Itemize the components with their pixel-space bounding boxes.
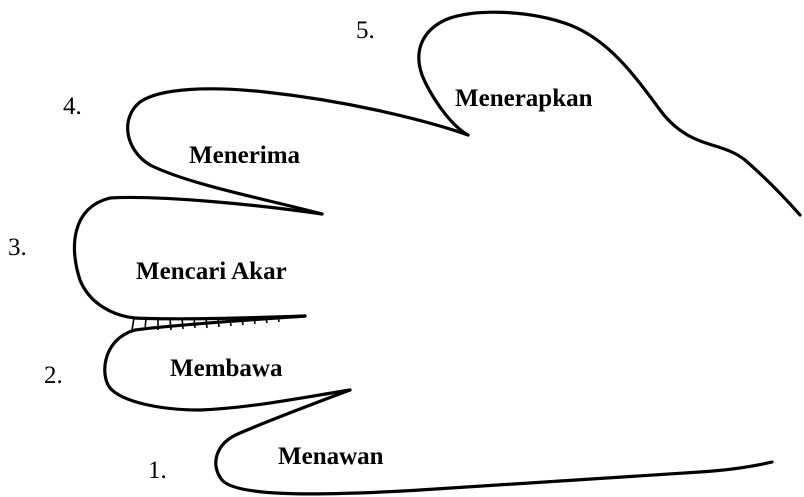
finger-3-number: 3. <box>8 234 27 261</box>
finger-2-number: 2. <box>44 362 63 389</box>
thumb-outline <box>419 12 800 215</box>
finger-1-label: Menawan <box>278 443 384 470</box>
finger-4-number: 4. <box>63 93 82 120</box>
finger-1-number: 1. <box>148 457 167 484</box>
finger-5-label: Menerapkan <box>455 85 593 112</box>
finger-3-label: Mencari Akar <box>136 258 287 285</box>
finger-2-label: Membawa <box>170 355 283 382</box>
finger-4-label: Menerima <box>189 142 301 169</box>
pinky-finger-outline <box>216 390 772 494</box>
finger-5-number: 5. <box>356 17 375 44</box>
